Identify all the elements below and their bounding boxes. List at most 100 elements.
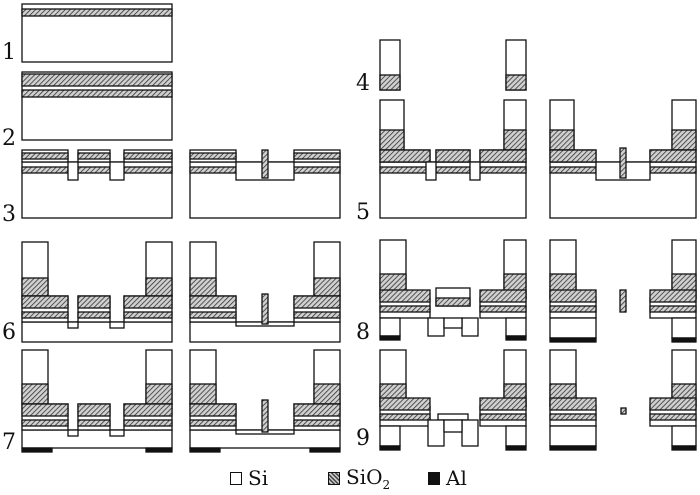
al-label: Al xyxy=(446,466,467,490)
sio2-layer xyxy=(549,413,597,421)
sio2-layer xyxy=(619,147,627,179)
sio2-layer xyxy=(189,403,237,417)
si-layer xyxy=(505,317,527,337)
sio2-layer xyxy=(21,311,69,319)
sio2-layer xyxy=(549,129,575,151)
si-layer xyxy=(109,429,125,437)
sio2-layer xyxy=(293,403,341,417)
legend-si: Si xyxy=(230,466,268,490)
sio2-layer xyxy=(21,419,69,427)
sio2-layer xyxy=(313,277,341,297)
sio2-layer xyxy=(379,397,431,411)
sio2-layer xyxy=(21,73,173,87)
al-layer xyxy=(379,445,401,451)
al-layer xyxy=(379,335,401,341)
si-layer xyxy=(461,317,479,337)
sio2-layer xyxy=(189,419,237,427)
sio2-layer xyxy=(145,277,173,297)
sio2-layer xyxy=(435,166,471,174)
sio2-layer xyxy=(549,149,597,163)
sio2-layer xyxy=(293,419,341,427)
step-label-3: 3 xyxy=(2,202,16,227)
sio2-layer xyxy=(479,305,527,313)
si-layer xyxy=(505,425,527,447)
sio2-layer xyxy=(435,149,471,163)
sio2-layer xyxy=(123,166,173,174)
sio2-layer xyxy=(503,129,527,151)
sio2-layer xyxy=(619,289,627,313)
sio2-layer xyxy=(189,152,237,160)
sio2-layer xyxy=(649,397,697,411)
sio2-layer xyxy=(671,129,697,151)
si-layer xyxy=(67,321,79,329)
sio2-label: SiO2 xyxy=(346,464,391,492)
al-layer xyxy=(549,337,597,343)
si-layer xyxy=(427,419,445,447)
sio2-layer xyxy=(379,289,431,303)
al-layer xyxy=(505,445,527,451)
step-label-2: 2 xyxy=(2,126,16,151)
si-label: Si xyxy=(248,466,269,490)
sio2-layer xyxy=(21,166,69,174)
al-layer xyxy=(549,445,597,451)
sio2-layer xyxy=(649,305,697,313)
si-layer xyxy=(21,321,173,343)
sio2-layer xyxy=(21,277,49,297)
si-layer xyxy=(671,425,697,447)
sio2-layer xyxy=(379,129,405,151)
si-layer xyxy=(437,413,469,421)
sio2-layer xyxy=(123,311,173,319)
al-layer xyxy=(145,447,173,453)
sio2-layer xyxy=(145,383,173,405)
step-label-9: 9 xyxy=(356,426,370,451)
sio2-layer xyxy=(77,419,111,427)
si-layer xyxy=(443,419,463,433)
si-layer xyxy=(461,419,479,447)
al-layer xyxy=(671,337,697,343)
sio2-layer xyxy=(435,297,471,307)
si-layer xyxy=(469,161,481,181)
sio2-layer xyxy=(123,419,173,427)
sio2-layer xyxy=(189,295,237,309)
si-layer xyxy=(549,317,597,339)
sio2-swatch xyxy=(328,471,340,485)
step-label-6: 6 xyxy=(2,320,16,345)
si-layer xyxy=(21,429,173,449)
sio2-layer xyxy=(379,413,431,421)
si-swatch xyxy=(230,471,242,485)
si-layer xyxy=(425,161,437,181)
si-layer xyxy=(443,317,463,329)
si-layer xyxy=(379,317,401,337)
sio2-layer xyxy=(21,295,69,309)
sio2-layer xyxy=(77,166,111,174)
si-layer xyxy=(671,317,697,339)
sio2-layer xyxy=(379,149,431,163)
si-layer xyxy=(379,425,401,447)
si-layer xyxy=(549,425,597,447)
sio2-layer xyxy=(261,293,269,325)
sio2-layer xyxy=(261,149,269,179)
sio2-layer xyxy=(549,397,597,411)
step-label-7: 7 xyxy=(2,430,16,455)
sio2-layer xyxy=(479,149,527,163)
sio2-layer xyxy=(293,311,341,319)
sio2-layer xyxy=(649,289,697,303)
sio2-layer xyxy=(379,305,431,313)
sio2-layer xyxy=(21,403,69,417)
sio2-layer xyxy=(479,289,527,303)
sio2-layer xyxy=(479,397,527,411)
sio2-layer xyxy=(21,89,173,98)
sio2-layer xyxy=(21,383,49,405)
sio2-layer xyxy=(649,166,697,174)
sio2-layer xyxy=(189,311,237,319)
al-layer xyxy=(671,445,697,451)
sio2-layer xyxy=(77,152,111,160)
al-layer xyxy=(505,335,527,341)
sio2-layer xyxy=(77,403,111,417)
sio2-layer xyxy=(77,295,111,309)
sio2-layer xyxy=(189,166,237,174)
sio2-layer xyxy=(479,413,527,421)
sio2-layer xyxy=(505,74,527,91)
legend-al: Al xyxy=(428,466,467,490)
